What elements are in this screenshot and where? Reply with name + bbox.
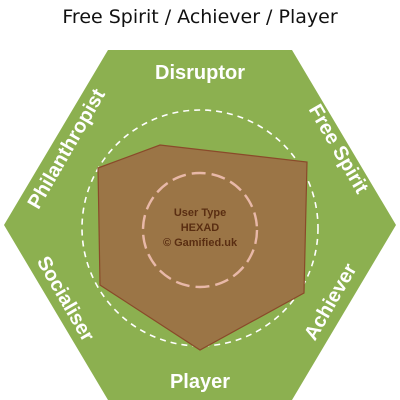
center-line-3: © Gamified.uk (163, 237, 238, 249)
inner-dashed-circle (141, 171, 259, 289)
label-player: Player (170, 371, 230, 393)
center-line-2: HEXAD (181, 222, 220, 234)
outer-dashed-circle (81, 109, 319, 347)
page-title: Free Spirit / Achiever / Player (62, 6, 338, 28)
center-line-1: User Type (174, 207, 226, 219)
user-profile-shape (97, 144, 308, 351)
label-disruptor: Disruptor (155, 62, 245, 84)
